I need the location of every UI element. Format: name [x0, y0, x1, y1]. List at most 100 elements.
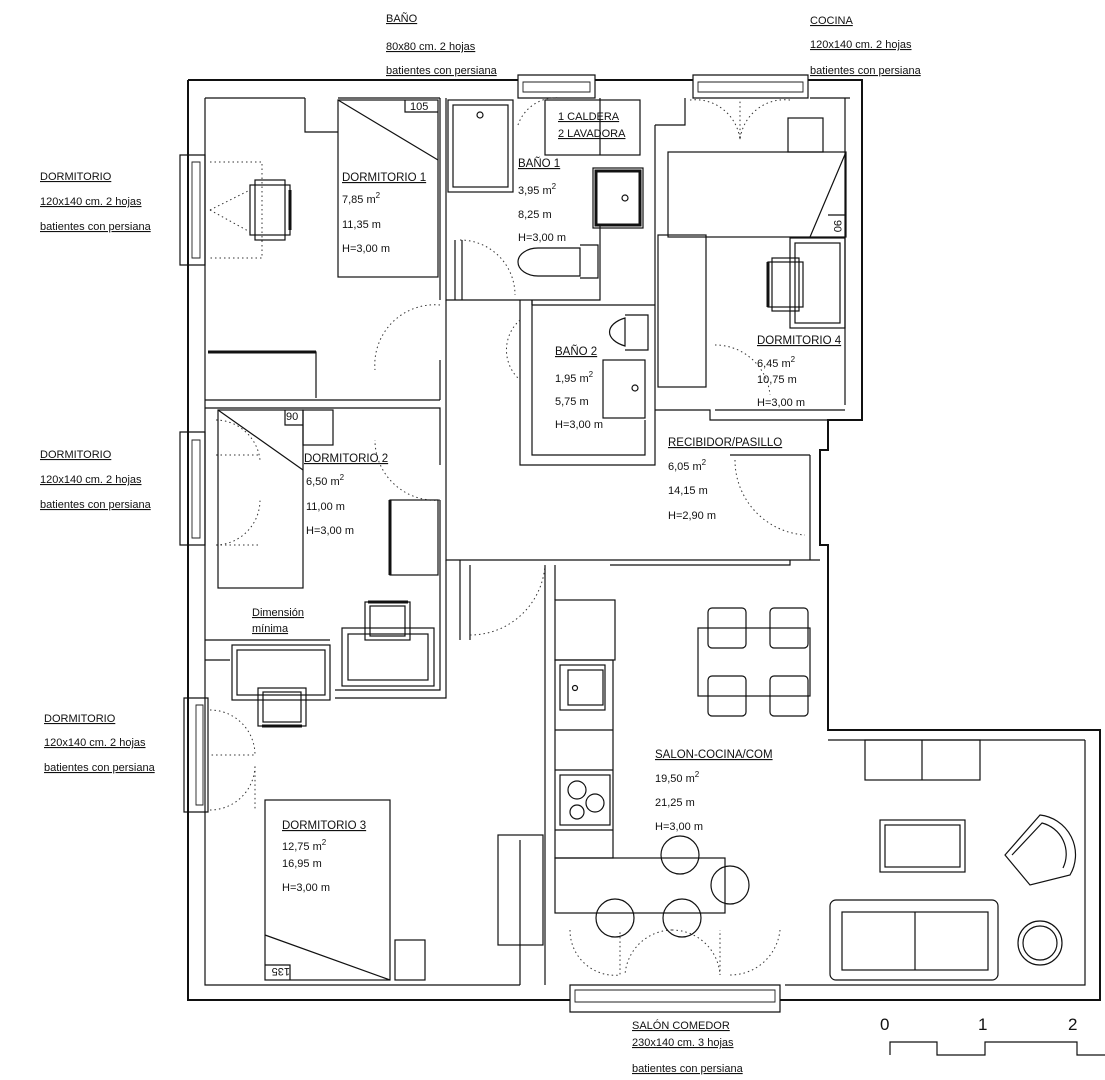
scale-bar: 0 1 2: [880, 1015, 1105, 1056]
svg-text:DORMITORIO 1: DORMITORIO 1: [342, 172, 426, 184]
svg-text:batientes con persiana: batientes con persiana: [386, 65, 498, 77]
round-side-table: [1017, 920, 1063, 966]
svg-text:BAÑO 1: BAÑO 1: [518, 157, 560, 170]
svg-text:SALÓN COMEDOR: SALÓN COMEDOR: [632, 1019, 730, 1032]
bed-dorm1: [337, 99, 439, 278]
svg-text:6,05 m2: 6,05 m2: [668, 458, 707, 473]
svg-text:DORMITORIO: DORMITORIO: [40, 449, 112, 461]
coffee-table: [879, 819, 966, 873]
svg-text:BAÑO: BAÑO: [386, 12, 418, 25]
svg-text:6,50 m2: 6,50 m2: [306, 473, 345, 488]
annotation-dimension-minima: Dimensión mínima: [252, 607, 304, 635]
svg-text:DORMITORIO 3: DORMITORIO 3: [282, 820, 366, 832]
scale-label-0: 0: [880, 1015, 889, 1034]
exterior-walls: [179, 74, 1101, 1013]
svg-text:6,45 m2: 6,45 m2: [757, 355, 796, 370]
svg-text:3,95 m2: 3,95 m2: [518, 182, 557, 197]
breakfast-bar: [554, 857, 726, 914]
svg-text:H=3,00 m: H=3,00 m: [757, 397, 805, 409]
svg-text:120x140 cm. 2 hojas: 120x140 cm. 2 hojas: [40, 474, 142, 486]
bed-width-labels: 105 90 90 135: [272, 101, 843, 977]
room-label-dorm3: DORMITORIO 3 12,75 m2 16,95 m H=3,00 m: [282, 820, 366, 894]
annotation-caldera-lavadora: 1 CALDERA 2 LAVADORA: [558, 111, 626, 140]
svg-text:21,25 m: 21,25 m: [655, 797, 695, 809]
window-label-dorm-mid: DORMITORIO 120x140 cm. 2 hojas batientes…: [40, 449, 152, 511]
svg-text:COCINA: COCINA: [810, 15, 853, 27]
cooktop: [559, 774, 611, 826]
bed-width-135: 135: [272, 965, 290, 977]
svg-text:10,75 m: 10,75 m: [757, 374, 797, 386]
room-label-bano2: BAÑO 2 1,95 m2 5,75 m H=3,00 m: [555, 345, 603, 431]
scale-label-1: 1: [978, 1015, 987, 1034]
svg-text:1,95 m2: 1,95 m2: [555, 370, 594, 385]
bed-dorm2: [217, 409, 304, 589]
svg-text:Dimensión: Dimensión: [252, 607, 304, 619]
furniture: [208, 99, 1077, 981]
svg-text:batientes con persiana: batientes con persiana: [40, 221, 152, 233]
scale-label-2: 2: [1068, 1015, 1077, 1034]
svg-text:batientes con persiana: batientes con persiana: [810, 65, 922, 77]
svg-text:BAÑO 2: BAÑO 2: [555, 345, 597, 358]
svg-text:SALON-COCINA/COM: SALON-COCINA/COM: [655, 749, 773, 761]
svg-text:H=3,00 m: H=3,00 m: [655, 821, 703, 833]
svg-text:DORMITORIO: DORMITORIO: [44, 713, 116, 725]
armchair: [1004, 814, 1077, 886]
window-label-cocina: COCINA 120x140 cm. 2 hojas batientes con…: [810, 15, 922, 77]
svg-text:12,75 m2: 12,75 m2: [282, 838, 327, 853]
window-label-bano: BAÑO 80x80 cm. 2 hojas batientes con per…: [386, 12, 498, 77]
svg-text:DORMITORIO: DORMITORIO: [40, 171, 112, 183]
svg-text:H=3,00 m: H=3,00 m: [282, 882, 330, 894]
svg-text:batientes con persiana: batientes con persiana: [44, 762, 156, 774]
svg-text:80x80 cm. 2 hojas: 80x80 cm. 2 hojas: [386, 41, 476, 53]
svg-text:19,50 m2: 19,50 m2: [655, 770, 700, 785]
svg-text:7,85 m2: 7,85 m2: [342, 191, 381, 206]
svg-text:RECIBIDOR/PASILLO: RECIBIDOR/PASILLO: [668, 437, 782, 449]
sofa: [829, 899, 999, 981]
svg-text:DORMITORIO 4: DORMITORIO 4: [757, 335, 842, 347]
svg-text:11,00 m: 11,00 m: [306, 501, 345, 513]
room-label-dorm1: DORMITORIO 1 7,85 m2 11,35 m H=3,00 m: [342, 172, 426, 255]
svg-text:DORMITORIO 2: DORMITORIO 2: [304, 453, 388, 465]
svg-text:H=3,00 m: H=3,00 m: [555, 419, 603, 431]
svg-text:11,35 m: 11,35 m: [342, 219, 381, 231]
sink-bano1: [592, 167, 644, 229]
svg-text:H=3,00 m: H=3,00 m: [342, 243, 390, 255]
svg-text:H=3,00 m: H=3,00 m: [518, 232, 566, 244]
svg-text:230x140 cm. 3 hojas: 230x140 cm. 3 hojas: [632, 1037, 734, 1049]
interior-walls: [205, 98, 845, 985]
svg-text:5,75 m: 5,75 m: [555, 396, 589, 408]
svg-text:16,95 m: 16,95 m: [282, 858, 322, 870]
svg-text:120x140 cm. 2 hojas: 120x140 cm. 2 hojas: [44, 737, 146, 749]
svg-text:14,15 m: 14,15 m: [668, 485, 708, 497]
svg-text:H=3,00 m: H=3,00 m: [306, 525, 354, 537]
svg-text:mínima: mínima: [252, 623, 289, 635]
bed-dorm3: [264, 799, 391, 981]
svg-text:120x140 cm. 2 hojas: 120x140 cm. 2 hojas: [810, 39, 912, 51]
window-label-dorm-top: DORMITORIO 120x140 cm. 2 hojas batientes…: [40, 171, 152, 233]
svg-text:120x140 cm. 2 hojas: 120x140 cm. 2 hojas: [40, 196, 142, 208]
svg-text:8,25 m: 8,25 m: [518, 209, 552, 221]
shower-tray-bano1: [447, 99, 514, 193]
sink-bano2: [602, 359, 646, 419]
kitchen-counter: [554, 659, 614, 859]
dining-table: [697, 627, 811, 697]
svg-text:batientes con persiana: batientes con persiana: [40, 499, 152, 511]
room-label-dorm4: DORMITORIO 4 6,45 m2 10,75 m H=3,00 m: [757, 335, 842, 409]
bed-width-90-dorm4: 90: [831, 220, 843, 232]
window-label-dorm-bot: DORMITORIO 120x140 cm. 2 hojas batientes…: [44, 713, 156, 774]
room-label-recibidor: RECIBIDOR/PASILLO 6,05 m2 14,15 m H=2,90…: [668, 437, 782, 522]
room-label-bano1: BAÑO 1 3,95 m2 8,25 m H=3,00 m: [518, 157, 566, 244]
window-glazing: [191, 81, 804, 1003]
svg-text:batientes con persiana: batientes con persiana: [632, 1063, 744, 1075]
room-label-salon: SALON-COCINA/COM 19,50 m2 21,25 m H=3,00…: [655, 749, 773, 833]
svg-text:1 CALDERA: 1 CALDERA: [558, 111, 620, 123]
bed-width-90-dorm2: 90: [286, 411, 298, 423]
bed-width-105: 105: [410, 101, 428, 113]
room-label-dorm2: DORMITORIO 2 6,50 m2 11,00 m H=3,00 m: [304, 453, 388, 537]
kitchen-sink: [559, 664, 606, 711]
svg-text:H=2,90 m: H=2,90 m: [668, 510, 716, 522]
svg-text:2 LAVADORA: 2 LAVADORA: [558, 128, 626, 140]
bed-dorm4: [667, 151, 847, 238]
window-label-salon: SALÓN COMEDOR 230x140 cm. 3 hojas batien…: [632, 1019, 744, 1075]
